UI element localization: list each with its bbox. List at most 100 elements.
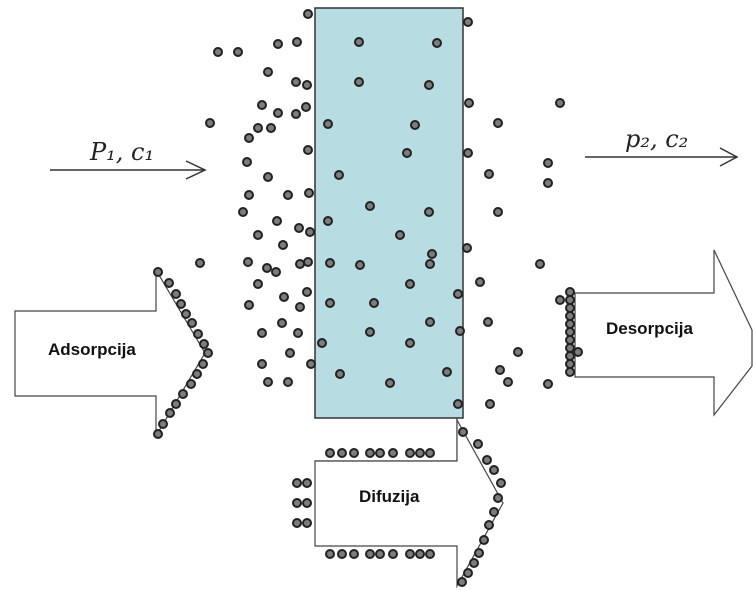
molecule [244,133,254,143]
molecule [503,377,513,387]
molecule [325,298,335,308]
molecule [257,100,267,110]
molecule [266,123,276,133]
adsorption-label: Adsorpcija [48,340,136,359]
molecule [293,328,303,338]
molecule [457,577,467,587]
molecule [301,102,311,112]
diffusion-label: Difuzija [359,487,420,506]
diffusion-arrow [314,417,504,589]
molecules-layer [153,9,583,587]
molecule [253,123,263,133]
molecule [365,201,375,211]
desorption-arrow [574,249,753,417]
inlet-label: P₁, c₁ [89,138,154,166]
molecule [463,17,473,27]
molecule [455,326,465,336]
molecule [415,448,425,458]
molecule [543,158,553,168]
molecule [337,448,347,458]
molecule [565,359,575,369]
molecule [243,257,253,267]
molecule [153,267,163,277]
molecule [375,448,385,458]
molecule [257,359,267,369]
molecule [285,348,295,358]
molecule [242,157,252,167]
molecule [573,347,583,357]
molecule [176,299,186,309]
molecule [453,289,463,299]
molecule [153,429,163,439]
molecule [405,338,415,348]
molecule [483,317,493,327]
inlet-flow-arrow [50,160,207,180]
molecule [354,37,364,47]
molecule [385,378,395,388]
molecule [365,327,375,337]
molecule [302,518,312,528]
molecule [473,439,483,449]
membrane [314,7,464,419]
molecule [263,172,273,182]
molecule [425,549,435,559]
molecule [402,148,412,158]
molecule [244,190,254,200]
molecule [474,548,484,558]
molecule [262,263,272,273]
molecule [388,549,398,559]
molecule [427,249,437,259]
molecule [271,267,281,277]
molecule [171,289,181,299]
molecule [493,207,503,217]
molecule [485,399,495,409]
molecule [283,190,293,200]
molecule [482,455,492,465]
molecule [334,170,344,180]
molecule [178,389,188,399]
molecule [484,169,494,179]
molecule [365,549,375,559]
molecule [273,39,283,49]
molecule [323,216,333,226]
molecule [303,257,313,267]
molecule [565,351,575,361]
molecule [164,278,174,288]
molecule [355,260,365,270]
molecule [535,259,545,269]
molecule [565,367,575,377]
molecule [193,329,203,339]
molecule [458,427,468,437]
molecule [479,535,489,545]
molecule [263,377,273,387]
molecule [453,399,463,409]
molecule [442,367,452,377]
molecule [495,365,505,375]
molecule [565,303,575,313]
molecule [294,223,304,233]
molecule [205,118,215,128]
molecule [306,359,316,369]
molecule [277,318,287,328]
molecule [475,277,485,287]
molecule [335,369,345,379]
molecule [484,520,494,530]
molecule [304,188,314,198]
molecule [303,9,313,19]
molecule [325,258,335,268]
molecule [425,317,435,327]
molecule [489,507,499,517]
molecule [425,448,435,458]
molecule [187,318,197,328]
diffusion-connector [315,418,458,462]
molecule [425,259,435,269]
molecule [192,369,202,379]
molecule [295,302,305,312]
molecule [292,518,302,528]
molecule [199,339,209,349]
molecule [158,419,168,429]
molecule [565,287,575,297]
molecule [303,145,313,155]
molecule [292,478,302,488]
molecule [463,568,473,578]
